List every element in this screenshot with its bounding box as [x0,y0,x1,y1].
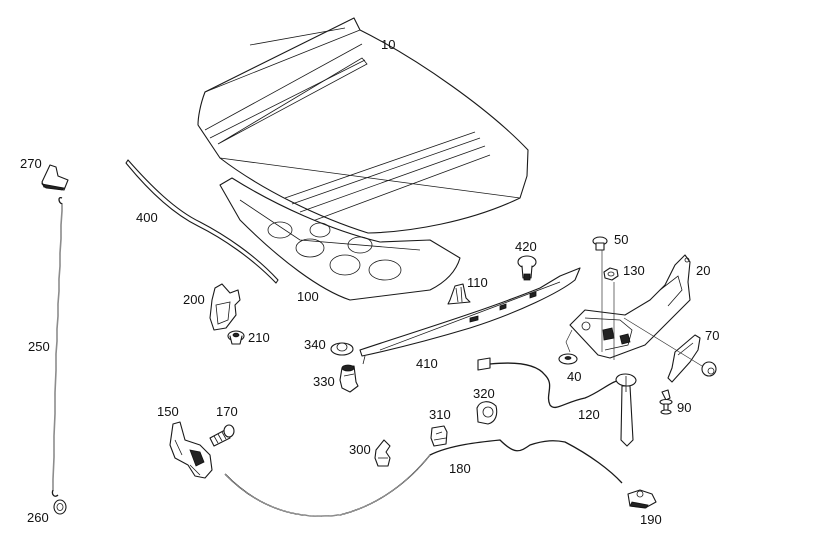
part-190-handle[interactable] [627,489,657,509]
callout-200[interactable]: 200 [183,292,205,307]
part-170-lock-bolt[interactable] [209,424,235,447]
part-100-inner-panel[interactable] [219,177,461,301]
callout-330[interactable]: 330 [313,374,335,389]
callout-10[interactable]: 10 [381,37,396,52]
part-270-holder[interactable] [40,164,69,191]
part-300-cable-clip[interactable] [374,439,391,467]
callout-170[interactable]: 170 [216,404,238,419]
part-70-cover[interactable] [623,317,703,383]
part-110-rivet[interactable] [52,0,471,305]
part-310-cable-holder[interactable] [430,425,448,447]
part-250-prop-rod[interactable] [51,196,63,497]
callout-340[interactable]: 340 [304,337,326,352]
callout-120[interactable]: 120 [578,407,600,422]
callout-150[interactable]: 150 [157,404,179,419]
part-120-strut[interactable] [477,357,637,447]
part-70-bush[interactable] [701,361,717,377]
part-150-hood-lock[interactable] [169,421,213,479]
part-260-grommet[interactable] [53,499,67,515]
callout-300[interactable]: 300 [349,442,371,457]
callout-50[interactable]: 50 [614,232,629,247]
part-40-washer[interactable] [558,329,578,365]
callout-190[interactable]: 190 [640,512,662,527]
callout-270[interactable]: 270 [20,156,42,171]
callout-250[interactable]: 250 [28,339,50,354]
part-330-buffer[interactable] [339,364,359,393]
part-400-seal-strip[interactable] [125,159,279,284]
callout-130[interactable]: 130 [623,263,645,278]
callout-70[interactable]: 70 [705,328,720,343]
callout-420[interactable]: 420 [515,239,537,254]
callout-260[interactable]: 260 [27,510,49,525]
callout-400[interactable]: 400 [136,210,158,225]
part-90-push-clip[interactable] [659,389,673,415]
part-130-nut[interactable] [603,267,619,360]
part-210-clip-nut[interactable] [227,330,245,345]
part-320-cable-guide[interactable] [476,401,498,425]
callout-20[interactable]: 20 [696,263,711,278]
callout-40[interactable]: 40 [567,369,582,384]
callout-320[interactable]: 320 [473,386,495,401]
part-10-hood-panel[interactable] [197,17,529,234]
callout-180[interactable]: 180 [449,461,471,476]
part-20-hinge[interactable] [569,254,691,359]
callout-100[interactable]: 100 [297,289,319,304]
callout-90[interactable]: 90 [677,400,692,415]
part-410-rear-seal[interactable] [359,267,581,365]
part-180-release-cable[interactable] [224,439,623,517]
callout-410[interactable]: 410 [416,356,438,371]
part-340-seal-washer[interactable] [330,342,354,356]
part-200-bracket[interactable] [209,283,241,331]
part-50-bolt[interactable] [592,236,608,352]
callout-110[interactable]: 110 [467,275,488,290]
part-420-push-rivet[interactable] [517,255,537,281]
callout-210[interactable]: 210 [248,330,270,345]
callout-310[interactable]: 310 [429,407,451,422]
